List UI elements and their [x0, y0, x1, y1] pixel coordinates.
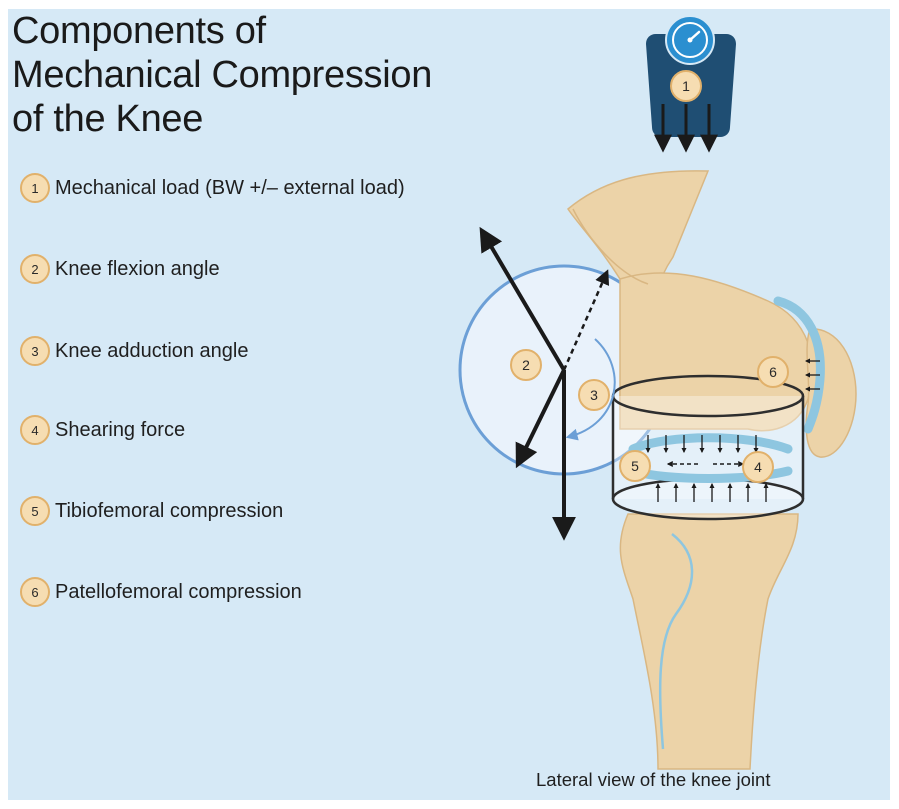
marker-1-label: 1: [682, 78, 690, 94]
marker-3-label: 3: [590, 387, 598, 403]
marker-5: 5: [619, 450, 651, 482]
diagram-panel: Components of Mechanical Compression of …: [8, 9, 890, 800]
title-line-3: of the Knee: [12, 98, 204, 140]
tibiofemoral-compression-arrows-down: [645, 435, 759, 454]
legend-item-patellofemoral-compression: 6 Patellofemoral compression: [20, 577, 302, 607]
marker-4: 4: [742, 451, 774, 483]
marker-2-label: 2: [522, 357, 530, 373]
figure-caption: Lateral view of the knee joint: [536, 769, 771, 790]
force-vectors: [479, 226, 610, 541]
marker-6: 6: [757, 356, 789, 388]
femur-bone: [567, 170, 814, 432]
tibiofemoral-compression-arrows-up: [655, 482, 769, 502]
legend-label: Knee adduction angle: [55, 339, 249, 362]
fibula-outline: [658, 533, 694, 750]
gauge-dial-icon: [665, 15, 715, 65]
legend-badge: 4: [20, 415, 50, 445]
marker-2: 2: [510, 349, 542, 381]
legend-item-knee-adduction-angle: 3 Knee adduction angle: [20, 336, 249, 366]
marker-4-label: 4: [754, 459, 762, 475]
legend-badge: 3: [20, 336, 50, 366]
title-line-1: Components of: [12, 10, 266, 52]
legend-item-shearing-force: 4 Shearing force: [20, 415, 185, 445]
legend-badge: 6: [20, 577, 50, 607]
legend-label: Tibiofemoral compression: [55, 499, 284, 522]
marker-3: 3: [578, 379, 610, 411]
legend-label: Patellofemoral compression: [55, 580, 302, 603]
knee-illustration: 1 2 3 4 5 6: [458, 15, 857, 770]
legend-label: Knee flexion angle: [55, 257, 220, 280]
tibia-bone: [619, 513, 799, 770]
marker-5-label: 5: [631, 458, 639, 474]
legend-label: Shearing force: [55, 418, 186, 441]
legend-label: Mechanical load (BW +/– external load): [55, 176, 405, 199]
diagram-title: Components of Mechanical Compression of …: [12, 9, 432, 141]
marker-6-label: 6: [769, 364, 777, 380]
legend-badge: 1: [20, 173, 50, 203]
legend-badge: 2: [20, 254, 50, 284]
marker-1: 1: [670, 70, 702, 102]
adduction-angle-arc: [565, 338, 616, 441]
legend-item-tibiofemoral-compression: 5 Tibiofemoral compression: [20, 496, 283, 526]
patella-bone: [805, 328, 857, 458]
meniscus-upper: [628, 433, 793, 454]
joint-cylinder: [611, 374, 805, 521]
legend-badge: 5: [20, 496, 50, 526]
title-line-2: Mechanical Compression: [12, 54, 433, 96]
legend-item-mechanical-load: 1 Mechanical load (BW +/– external load): [20, 173, 405, 203]
patellofemoral-cartilage: [773, 296, 825, 434]
legend-item-knee-flexion-angle: 2 Knee flexion angle: [20, 254, 220, 284]
patellofemoral-compression-arrows: [804, 358, 820, 392]
